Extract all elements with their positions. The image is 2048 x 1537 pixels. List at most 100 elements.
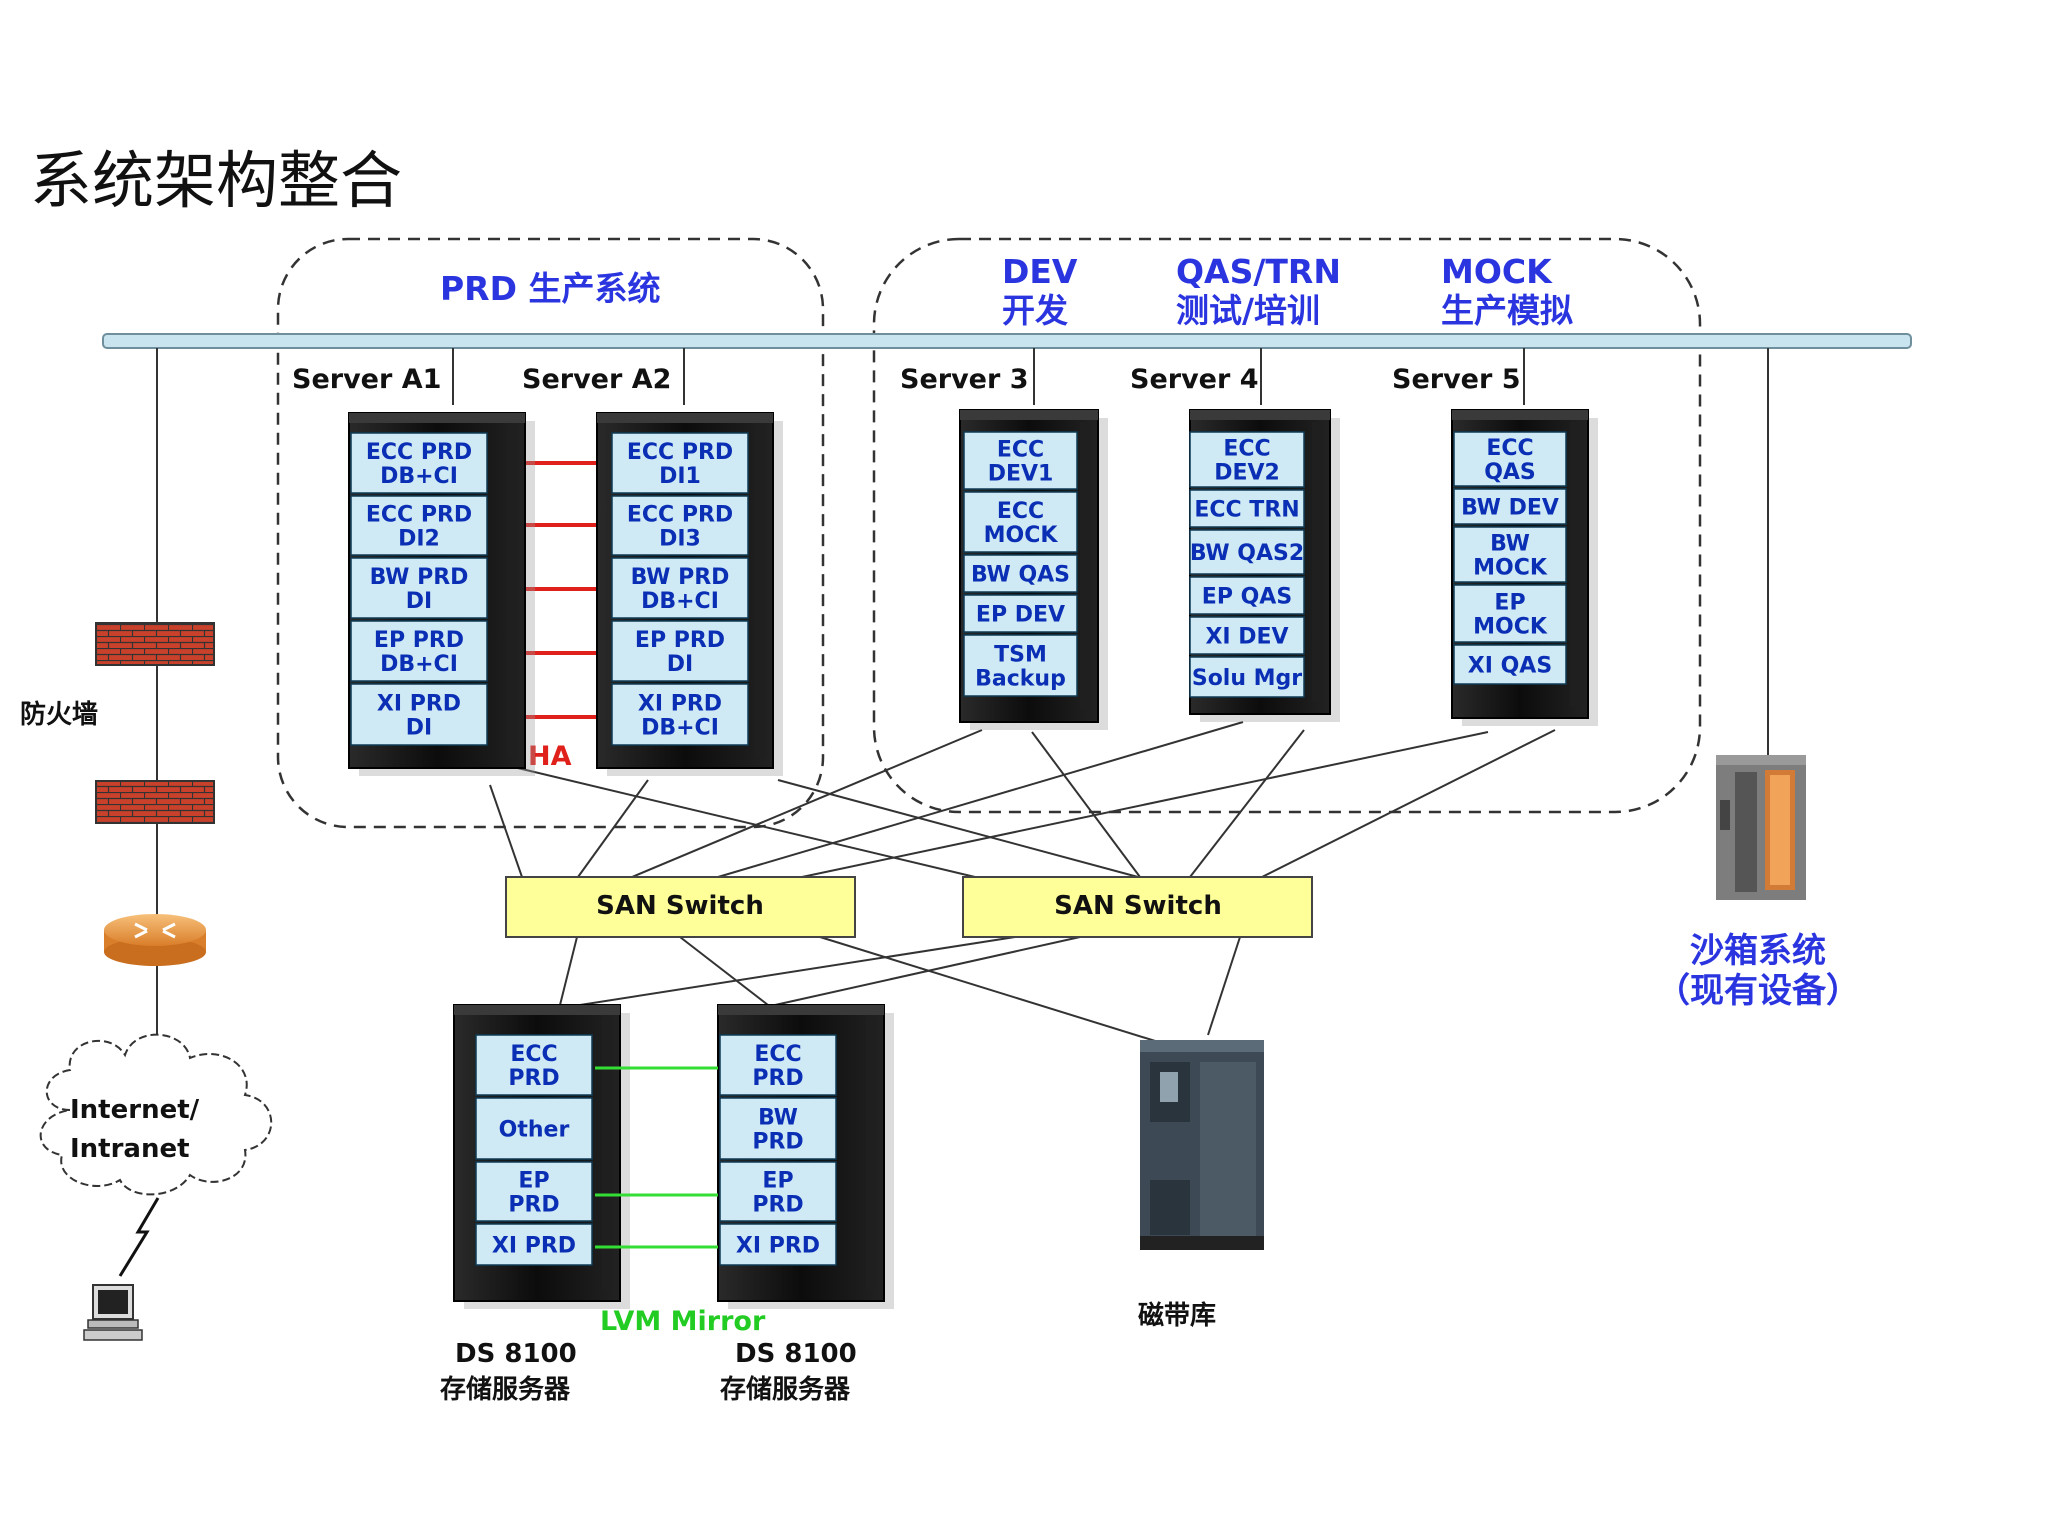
server-5-label: Server 5 (1392, 364, 1521, 395)
mock-group-label: MOCK (1441, 252, 1553, 291)
module-3-5: Solu Mgr (1189, 656, 1305, 698)
server-a1-label: Server A1 (292, 364, 441, 395)
module-label: EP PRD (635, 628, 725, 653)
module-4-1: BW DEV (1453, 488, 1567, 525)
module-label: ECC (1223, 437, 1270, 462)
computer-icon (83, 1284, 143, 1341)
storage-1-name: DS 8100 (455, 1339, 577, 1369)
module-label: ECC (997, 499, 1044, 524)
module-label: ECC (1486, 436, 1533, 461)
module-label: PRD (752, 1066, 803, 1091)
module-label: Solu Mgr (1192, 666, 1302, 691)
module-label: EP QAS (1202, 585, 1292, 610)
sandbox-server-icon (1716, 755, 1806, 900)
prd-group-label: PRD 生产系统 (440, 269, 660, 308)
san-cabling (489, 721, 1556, 1059)
nonprod-group-boundary (872, 237, 1702, 814)
storage-2-desc: 存储服务器 (720, 1374, 851, 1405)
storage-2-name: DS 8100 (735, 1339, 857, 1369)
module-5-1: Other (475, 1097, 593, 1160)
module-label: EP (1494, 591, 1525, 616)
module-label: DI (667, 652, 693, 677)
firewall-icon (95, 780, 215, 824)
module-3-1: ECC TRN (1189, 489, 1305, 528)
module-label: DI3 (659, 527, 701, 552)
module-label: ECC PRD (627, 503, 733, 528)
module-2-3: EP DEV (963, 594, 1078, 633)
module-label: DB+CI (380, 652, 458, 677)
prd-group-boundary (276, 237, 825, 829)
module-label: PRD (508, 1066, 559, 1091)
module-label: DEV1 (988, 462, 1054, 487)
module-label: BW PRD (631, 565, 730, 590)
mock-group-sublabel: 生产模拟 (1441, 291, 1573, 330)
module-label: DI (406, 716, 432, 741)
module-label: XI PRD (377, 692, 461, 717)
firewall-label: 防火墙 (20, 700, 98, 730)
san-switch-1-label: SAN Switch (596, 891, 764, 921)
module-label: ECC TRN (1194, 498, 1299, 523)
cloud-icon (39, 1033, 273, 1196)
module-label: XI PRD (638, 692, 722, 717)
module-label: ECC PRD (627, 440, 733, 465)
module-label: BW QAS2 (1190, 541, 1304, 566)
module-label: DEV2 (1214, 461, 1280, 486)
dev-group-sublabel: 开发 (1002, 291, 1068, 330)
module-3-4: XI DEV (1189, 616, 1305, 655)
lvm-mirror-links (595, 1066, 718, 1249)
cloud-label: Internet/ (70, 1095, 200, 1125)
page-title: 系统架构整合 (30, 144, 402, 217)
lightning-icon (118, 1197, 160, 1277)
module-6-3: XI PRD (719, 1223, 837, 1266)
module-3-3: EP QAS (1189, 576, 1305, 615)
san-switch-1 (505, 876, 856, 938)
module-4-4: XI QAS (1453, 644, 1567, 685)
module-label: EP DEV (976, 603, 1065, 628)
module-label: BW QAS (971, 563, 1070, 588)
module-label: MOCK (1473, 615, 1548, 640)
module-label: Backup (975, 667, 1066, 692)
lvm-mirror-label: LVM Mirror (600, 1306, 766, 1337)
module-label: EP (518, 1169, 549, 1194)
module-label: XI DEV (1205, 625, 1288, 650)
dev-group-label: DEV (1002, 252, 1078, 291)
storage-1-desc: 存储服务器 (440, 1374, 571, 1405)
module-label: ECC (754, 1042, 801, 1067)
module-label: ECC PRD (366, 503, 472, 528)
qas-group-label: QAS/TRN (1176, 252, 1341, 291)
module-label: DB+CI (641, 589, 719, 614)
qas-group-sublabel: 测试/培训 (1176, 291, 1320, 330)
module-label: TSM (994, 643, 1047, 668)
module-label: MOCK (984, 523, 1059, 548)
module-label: MOCK (1473, 556, 1548, 581)
module-label: PRD (752, 1193, 803, 1218)
sandbox-label: 沙箱系统 (1690, 931, 1826, 971)
router-icon (104, 914, 206, 966)
module-label: Other (499, 1118, 570, 1143)
